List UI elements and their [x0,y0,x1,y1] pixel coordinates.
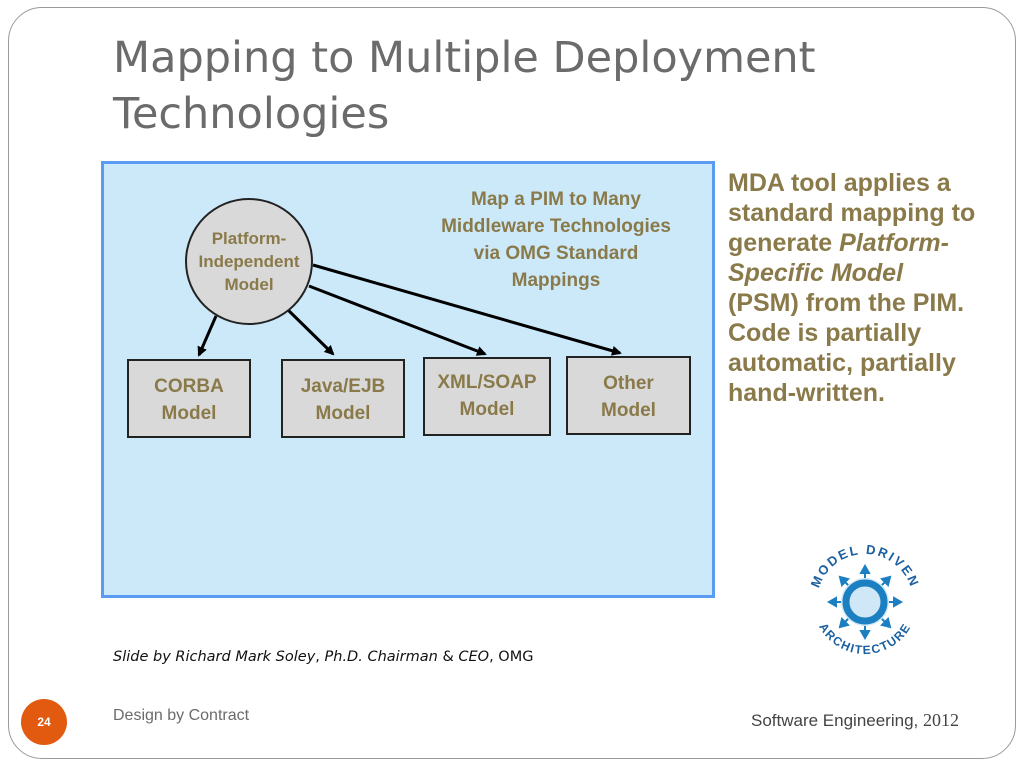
page-number: 24 [37,715,51,729]
other-model-box: Other Model [566,356,691,435]
credit-phd: Ph.D. [324,649,363,665]
corba-model-box: CORBA Model [127,359,251,438]
credit-comma: , [315,649,320,665]
page-number-badge: 24 [21,699,67,745]
slide-title: Mapping to Multiple Deployment Technolog… [113,33,816,139]
arrow-to-corba [197,315,218,357]
credit-org: OMG [498,649,534,665]
side-text-part1: MDA tool applies a standard mapping to g… [728,169,976,257]
arrow-to-xmlsoap [308,284,487,356]
slide-credit: Slide by Richard Mark Soley, Ph.D. Chair… [113,649,533,665]
credit-comma-2: , [489,649,494,665]
credit-prefix: Slide by Richard Mark Soley [113,649,316,665]
pim-node: Platform- Independent Model [185,198,313,325]
xmlsoap-model-box: XML/SOAP Model [423,357,551,436]
mda-logo-icon: MODEL DRIVEN ARCHITECTURE [808,542,921,657]
javaejb-model-box: Java/EJB Model [281,359,405,438]
arrow-to-javaejb [284,306,335,356]
pim-label: Platform- Independent Model [198,229,300,294]
side-text-italic: Platform-Specific Model [728,229,949,287]
credit-chairman: Chairman [367,649,438,665]
diagram-caption: Map a PIM to Many Middleware Technologie… [441,189,671,291]
footer-right: Software Engineering, 2012 [751,710,959,731]
side-text-part2: (PSM) from the PIM. Code is partially au… [728,289,965,407]
footer-right-year: 2012 [923,710,959,730]
xmlsoap-model-label: XML/SOAP Model [437,372,537,420]
javaejb-model-label: Java/EJB Model [300,376,386,424]
side-description: MDA tool applies a standard mapping to g… [728,168,978,408]
credit-amp: & [442,649,454,665]
arrow-to-other [312,263,622,356]
footer-left: Design by Contract [113,707,250,724]
credit-ceo: CEO [458,649,490,665]
footer-right-prefix: Software Engineering, [750,711,919,730]
corba-model-label: CORBA Model [154,376,224,424]
other-model-label: Other Model [601,373,656,421]
